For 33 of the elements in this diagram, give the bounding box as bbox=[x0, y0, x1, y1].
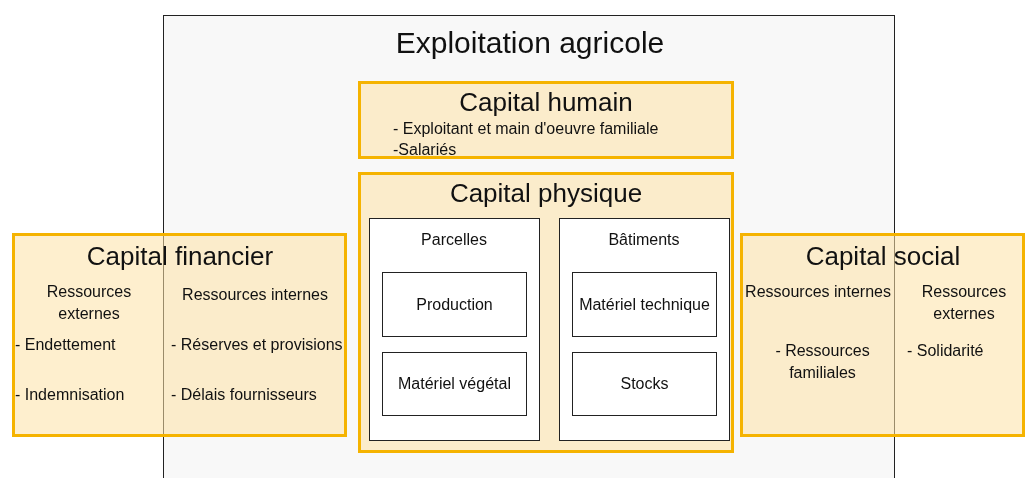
item-label: Matériel végétal bbox=[397, 373, 512, 394]
capital-box bbox=[358, 172, 734, 453]
item-box bbox=[572, 272, 717, 337]
item-label: Production bbox=[415, 294, 494, 315]
heading: Exploitation agricole bbox=[394, 25, 666, 61]
text: - Délais fournisseurs bbox=[171, 385, 318, 405]
group-box bbox=[559, 218, 730, 441]
heading: Capital social bbox=[804, 240, 962, 273]
text: - Solidarité bbox=[907, 341, 985, 361]
heading: Capital financier bbox=[85, 240, 275, 273]
heading: Capital physique bbox=[448, 177, 644, 210]
text: - Réserves et provisions bbox=[171, 335, 344, 355]
item-box bbox=[382, 272, 527, 337]
item-label: Matériel technique bbox=[578, 294, 711, 315]
text: -Salariés bbox=[393, 140, 458, 160]
group-box bbox=[369, 218, 540, 441]
item-box bbox=[572, 352, 717, 416]
text: - Ressources familiales bbox=[774, 341, 871, 384]
text: Ressources externes bbox=[45, 282, 133, 325]
capital-box bbox=[358, 81, 734, 159]
text: Ressources internes bbox=[744, 282, 892, 302]
item-label: Stocks bbox=[619, 373, 670, 394]
text: - Indemnisation bbox=[15, 385, 126, 405]
text: - Endettement bbox=[15, 335, 117, 355]
capital-box bbox=[12, 233, 347, 437]
item-box bbox=[382, 352, 527, 416]
heading: Capital humain bbox=[458, 86, 634, 119]
text: - Exploitant et main d'oeuvre familiale bbox=[393, 119, 660, 139]
text: Parcelles bbox=[420, 230, 488, 250]
text: Ressources internes bbox=[181, 285, 329, 305]
text: Bâtiments bbox=[607, 230, 681, 250]
text: Ressources externes bbox=[920, 282, 1008, 325]
capital-box bbox=[740, 233, 1025, 437]
